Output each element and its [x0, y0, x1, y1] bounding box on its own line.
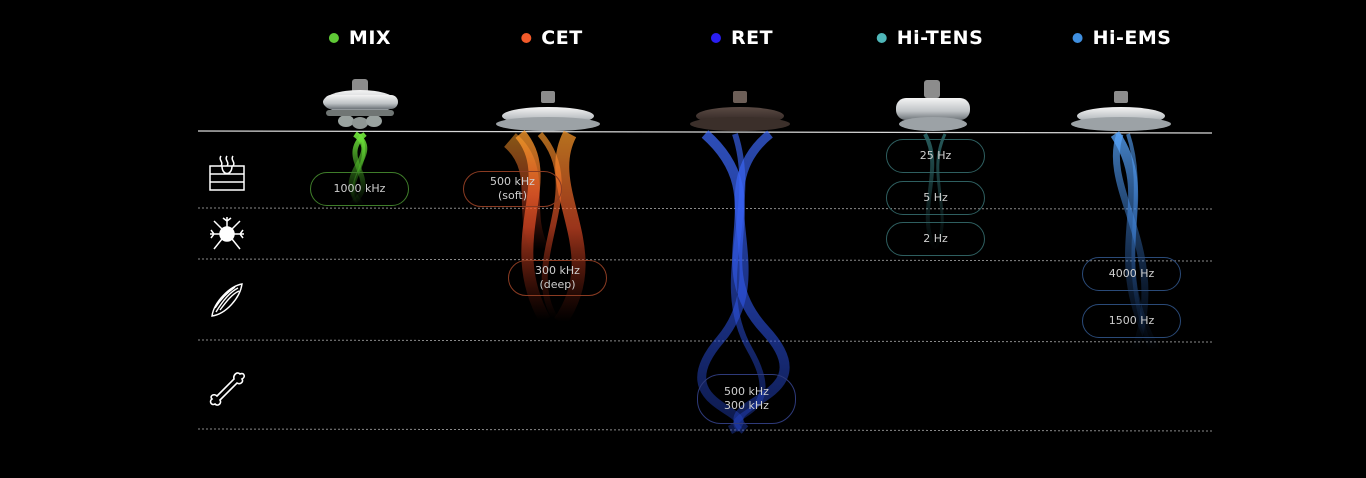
- frequency-pill-hitens-25: 25 Hz: [886, 139, 985, 173]
- mode-label: Hi-TENS: [896, 27, 984, 49]
- hitens-wave: [923, 133, 947, 251]
- frequency-pill-hiems-4000: 4000 Hz: [1082, 257, 1181, 291]
- cet-dot-icon: [521, 33, 532, 43]
- mode-header-cet: CET: [521, 24, 582, 52]
- mix-wave: [348, 131, 368, 208]
- frequency-pill-hitens-5: 5 Hz: [886, 181, 985, 215]
- muscle-icon: [204, 278, 250, 324]
- hiems-dot-icon: [1072, 33, 1083, 43]
- frequency-value: 4000 Hz: [1108, 267, 1155, 280]
- frequency-pill-mix: 1000 kHz: [310, 172, 409, 206]
- frequency-value: 500 kHz: [490, 175, 535, 188]
- mode-label: Hi-EMS: [1092, 27, 1172, 49]
- ret-wave: [697, 130, 790, 435]
- frequency-value: 2 Hz: [923, 232, 948, 245]
- mode-header-ret: RET: [710, 24, 774, 52]
- layer-divider: [197, 339, 1213, 343]
- frequency-value: 5 Hz: [923, 191, 948, 204]
- skin-surface-line: [197, 130, 1213, 134]
- frequency-pill-ret: 500 kHz 300 kHz: [697, 374, 796, 424]
- ret-applicator-icon: [690, 91, 790, 131]
- mode-header-mix: MIX: [328, 24, 392, 52]
- bone-icon: [204, 366, 250, 412]
- hiems-applicator-icon: [1071, 91, 1171, 131]
- frequency-value: 25 Hz: [919, 149, 952, 162]
- mode-label: RET: [730, 27, 774, 49]
- frequency-note: (soft): [497, 189, 528, 202]
- frequency-pill-cet-soft: 500 kHz (soft): [463, 171, 562, 207]
- mode-label: MIX: [348, 27, 392, 49]
- frequency-pill-hiems-1500: 1500 Hz: [1082, 304, 1181, 338]
- layer-divider: [197, 428, 1213, 432]
- mode-header-hiems: Hi-EMS: [1072, 24, 1172, 52]
- frequency-value: 300 kHz: [535, 264, 580, 277]
- neuron-icon: [204, 211, 250, 257]
- frequency-value: 1500 Hz: [1108, 314, 1155, 327]
- hiems-wave: [1110, 131, 1160, 353]
- frequency-value: 500 kHz: [724, 385, 769, 398]
- skin-layers-icon: [204, 152, 250, 198]
- frequency-value: 300 kHz: [724, 399, 769, 412]
- mix-applicator-icon: [323, 79, 398, 129]
- ret-dot-icon: [710, 33, 721, 43]
- mode-header-hitens: Hi-TENS: [876, 24, 984, 52]
- frequency-note: (deep): [539, 278, 576, 291]
- mode-label: CET: [541, 27, 583, 49]
- mix-dot-icon: [328, 33, 339, 43]
- frequency-pill-cet-deep: 300 kHz (deep): [508, 260, 607, 296]
- frequency-pill-hitens-2: 2 Hz: [886, 222, 985, 256]
- layer-divider: [197, 207, 1213, 210]
- layer-divider: [197, 258, 1213, 262]
- frequency-value: 1000 kHz: [333, 182, 386, 195]
- cet-applicator-icon: [496, 91, 600, 131]
- hitens-dot-icon: [876, 33, 887, 43]
- hitens-applicator-icon: [896, 80, 970, 131]
